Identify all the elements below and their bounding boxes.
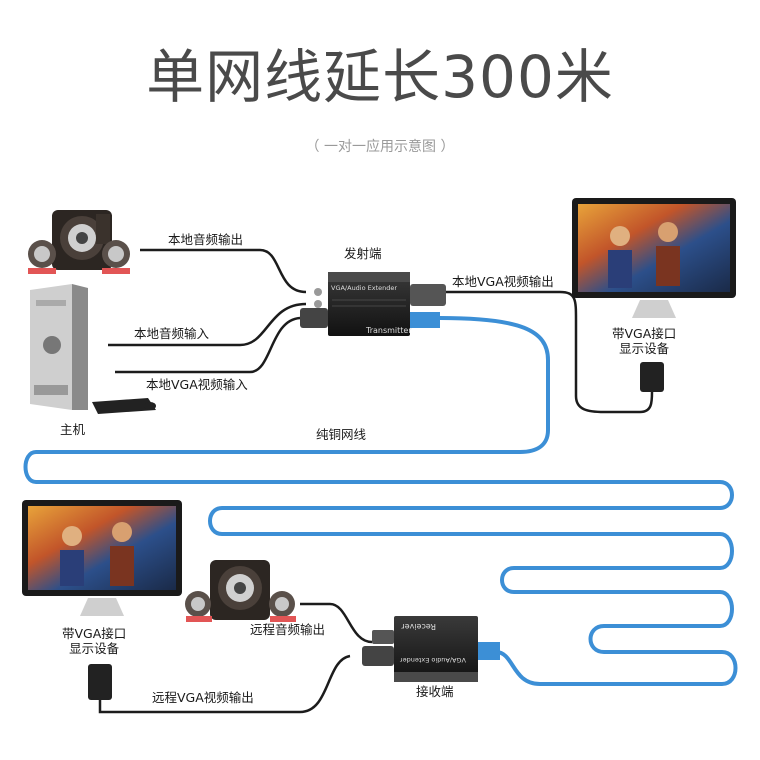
label-local-audio-input: 本地音频输入 (134, 326, 209, 341)
label-local-vga-input: 本地VGA视频输入 (146, 377, 248, 392)
speakers-top (28, 210, 130, 274)
monitor-top (572, 198, 736, 392)
label-pure-copper-cable: 纯铜网线 (316, 427, 366, 442)
label-local-vga-output: 本地VGA视频输出 (452, 274, 554, 289)
transmitter-brand: VGA/Audio Extender (331, 284, 397, 292)
pc-tower (30, 284, 88, 410)
receiver-brand: VGA/Audio Extender (400, 656, 466, 664)
label-display-bottom: 带VGA接口 显示设备 (62, 626, 126, 656)
label-receiver-end: 接收端 (416, 684, 454, 699)
label-remote-audio-output: 远程音频输出 (250, 622, 325, 637)
receiver-name: Receiver (401, 622, 436, 631)
label-host: 主机 (60, 422, 85, 437)
label-transmitter-end: 发射端 (344, 246, 382, 261)
speakers-bottom (185, 560, 296, 622)
monitor-bottom (22, 500, 182, 700)
cable-audio-output (140, 250, 306, 292)
label-remote-vga-output: 远程VGA视频输出 (152, 690, 254, 705)
label-local-audio-output: 本地音频输出 (168, 232, 243, 247)
label-display-top: 带VGA接口 显示设备 (612, 326, 676, 356)
transmitter-name: Transmitter (365, 326, 412, 335)
keyboard-mouse (92, 398, 156, 414)
